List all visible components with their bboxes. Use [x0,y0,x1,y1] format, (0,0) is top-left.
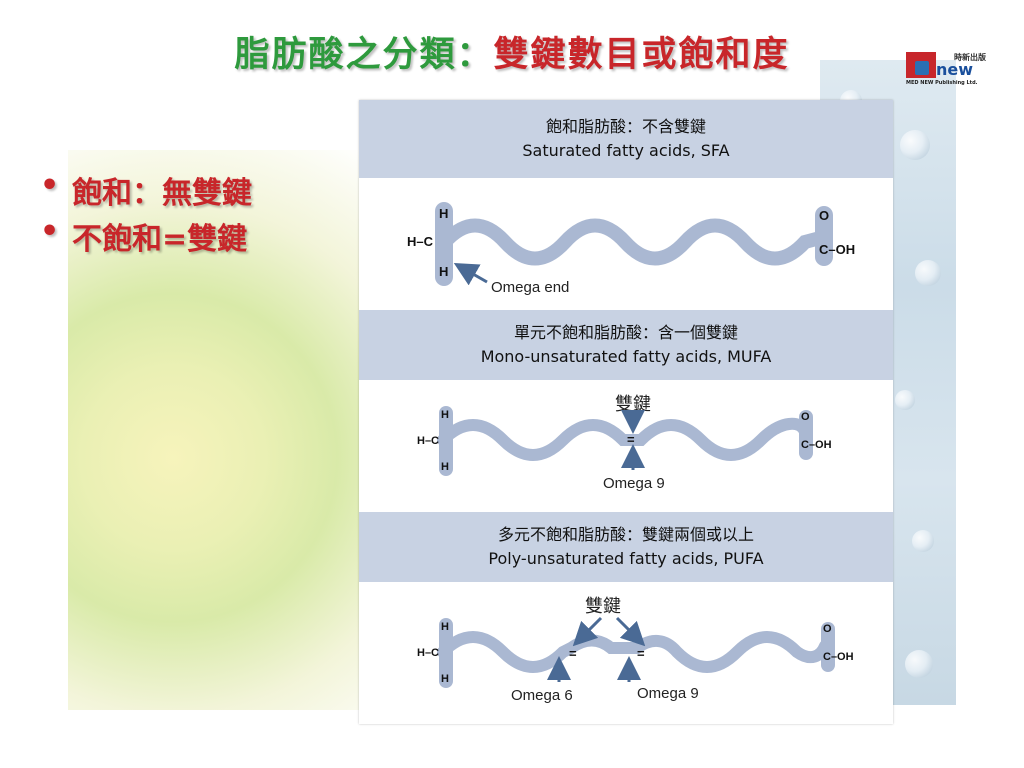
double-bond-symbol-2: = [637,646,645,661]
section-title-en: Mono-unsaturated fatty acids, MUFA [480,347,772,366]
section-title-zh: 單元不飽和脂肪酸：含一個雙鍵 [513,323,738,342]
carbon-chain [437,417,811,461]
double-bond-symbol: = [627,432,635,447]
section-title-zh: 多元不飽和脂肪酸：雙鍵兩個或以上 [497,525,754,544]
slide-title: 脂肪酸之分類：雙鍵數目或飽和度 [0,26,1024,77]
atom-h-c: H–C [417,435,439,447]
atom-c-oh: C–OH [801,439,832,451]
atom-h-c: H–C [407,234,434,249]
section-header-sfa: 飽和脂肪酸：不含雙鍵 Saturated fatty acids, SFA [359,100,893,178]
label-double-bond: 雙鍵 [615,394,651,415]
label-omega-9: Omega 9 [603,475,665,492]
logo-new-text: new [936,60,974,79]
publisher-logo: new 時新出版 MED NEW Publishing Ltd. [906,50,986,90]
carbon-chain [437,631,831,673]
bullet-list: 飽和：無雙鍵 不飽和=雙鍵 [40,168,252,260]
label-double-bond: 雙鍵 [585,596,621,617]
mufa-structure: H H–C H O C–OH 雙鍵 = Omega 9 [375,388,877,500]
atom-h-top: H [441,409,449,421]
atom-h-top: H [439,206,448,221]
section-title-zh: 飽和脂肪酸：不含雙鍵 [545,117,706,136]
bullet-item-unsaturated: 不飽和=雙鍵 [40,214,252,260]
atom-h-top: H [441,621,449,633]
atom-o: O [823,623,832,635]
section-header-mufa: 單元不飽和脂肪酸：含一個雙鍵 Mono-unsaturated fatty ac… [359,310,893,380]
atom-c-oh: C–OH [823,651,854,663]
atom-o: O [819,208,829,223]
logo-mark [906,52,936,78]
sfa-structure: H H–C H O C–OH Omega end [375,190,877,298]
title-part-1: 脂肪酸之分類： [234,34,494,75]
atom-h-bottom: H [441,461,449,473]
section-header-pufa: 多元不飽和脂肪酸：雙鍵兩個或以上 Poly-unsaturated fatty … [359,512,893,582]
label-omega-6: Omega 6 [511,687,573,704]
atom-o: O [801,411,810,423]
double-bond-symbol-1: = [569,646,577,661]
section-title-en: Poly-unsaturated fatty acids, PUFA [488,549,764,568]
bullet-item-saturated: 飽和：無雙鍵 [40,168,252,214]
atom-h-bottom: H [441,673,449,685]
pufa-structure: H H–C H O C–OH 雙鍵 = = Omega 6 Omega 9 [375,590,877,716]
carbon-chain [438,218,827,266]
section-title-en: Saturated fatty acids, SFA [522,141,730,160]
label-omega-9: Omega 9 [637,685,699,702]
title-part-2: 雙鍵數目或飽和度 [493,34,790,75]
atom-c-oh: C–OH [819,242,855,257]
atom-h-bottom: H [439,264,448,279]
label-omega-end: Omega end [491,279,569,296]
atom-h-c: H–C [417,647,439,659]
logo-subtext: MED NEW Publishing Ltd. [906,80,978,86]
fatty-acid-diagram-panel: 飽和脂肪酸：不含雙鍵 Saturated fatty acids, SFA H … [359,100,893,724]
logo-chinese-text: 時新出版 [954,52,986,62]
